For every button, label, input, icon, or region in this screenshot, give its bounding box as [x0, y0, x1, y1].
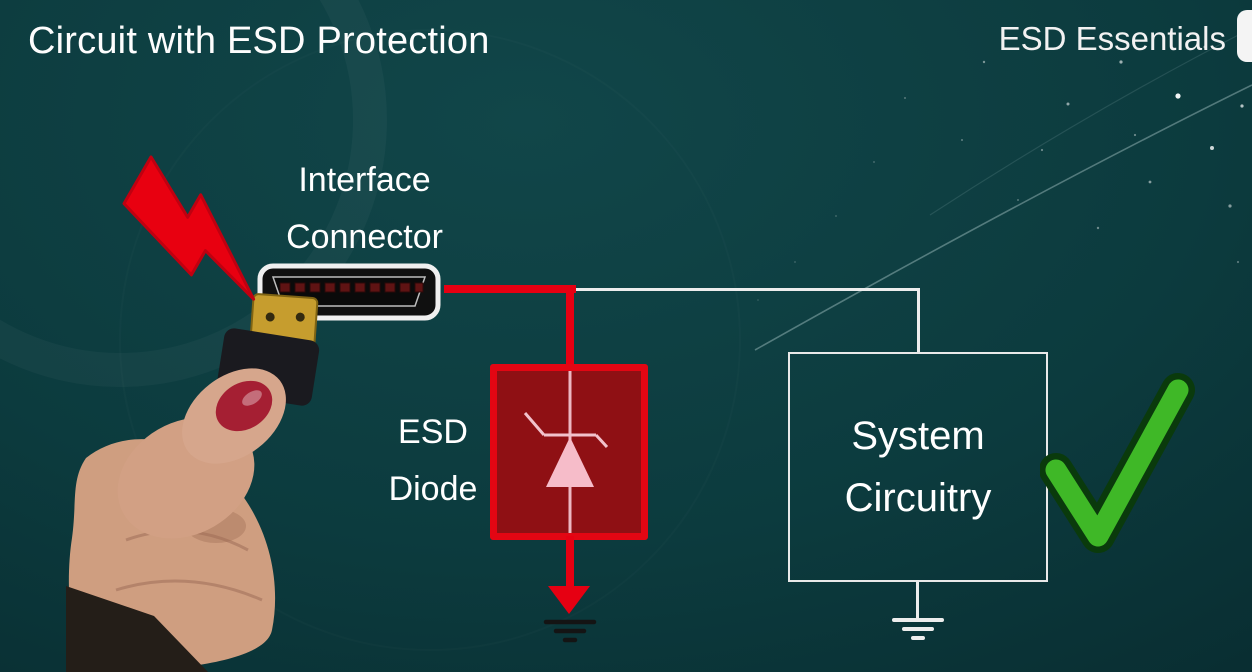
partial-logo-badge — [1237, 10, 1252, 62]
hand-holding-hdmi-plug-photo — [66, 293, 320, 672]
esd-diode-label-line1: ESD — [398, 413, 468, 451]
star-dots — [757, 45, 1244, 301]
red-wire-horizontal — [444, 285, 576, 293]
zener-diode-symbol-icon — [523, 371, 609, 533]
brand-text: ESD Essentials — [998, 20, 1226, 57]
red-wire-vertical — [566, 285, 574, 373]
red-arrow-shaft — [566, 536, 574, 590]
interface-connector-label: Interface Connector — [252, 152, 477, 266]
green-checkmark-icon — [1040, 373, 1195, 553]
ground-symbol-icon — [892, 618, 944, 640]
interface-connector-label-line2: Connector — [286, 218, 443, 256]
esd-diode-box — [490, 364, 648, 540]
esd-diode-label: ESD Diode — [368, 404, 498, 518]
system-circuitry-label-line1: System — [851, 414, 985, 458]
red-arrow-head — [548, 586, 590, 614]
page-title: Circuit with ESD Protection — [28, 20, 490, 62]
white-wire-horizontal — [574, 288, 920, 291]
system-circuitry-label-line2: Circuitry — [844, 476, 992, 520]
lightning-bolt-icon — [122, 155, 256, 301]
system-circuitry-box: System Circuitry — [788, 352, 1048, 582]
esd-diode-label-line2: Diode — [388, 470, 478, 508]
interface-connector-label-line1: Interface — [298, 161, 431, 199]
sleeve — [66, 586, 208, 672]
white-wire-vertical — [917, 288, 920, 354]
ground-symbol-icon — [543, 619, 597, 643]
hdmi-plug-gold — [249, 293, 319, 347]
red-fingernail — [215, 380, 273, 432]
system-ground-wire — [916, 581, 919, 618]
